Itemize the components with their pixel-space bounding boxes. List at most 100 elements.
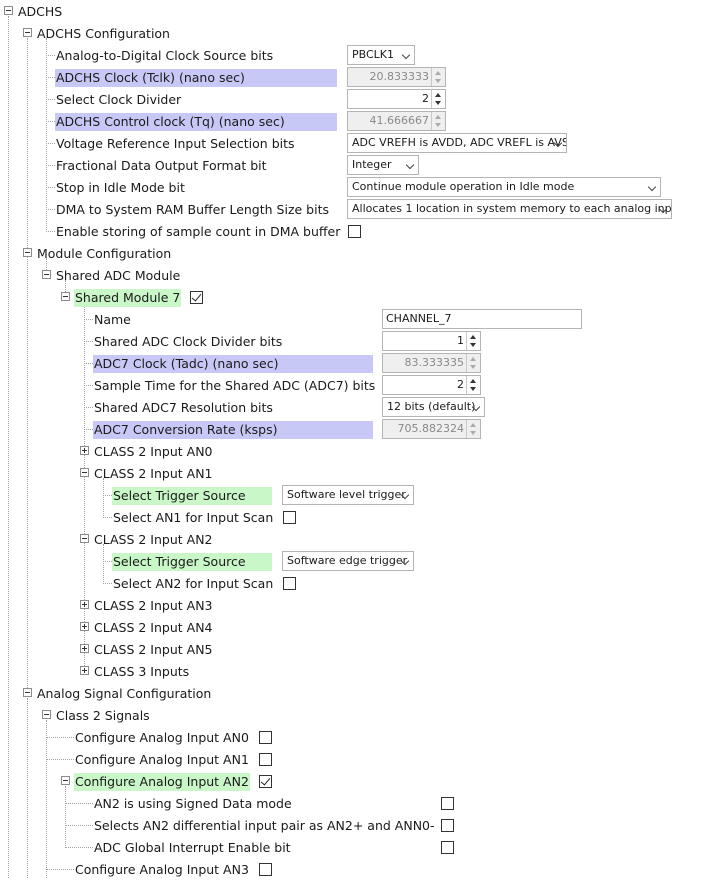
spin-down-icon (470, 431, 476, 435)
property-control-clock: ADCHS Control clock (Tq) (nano sec) 41.6… (0, 110, 701, 132)
collapse-icon[interactable] (23, 688, 32, 697)
selected-value: Allocates 1 location in system memory to… (352, 202, 672, 215)
property-label: Selects AN2 differential input pair as A… (94, 818, 435, 833)
signed-mode-checkbox[interactable] (441, 797, 454, 810)
expand-icon[interactable] (80, 622, 89, 631)
tree-node-analog-signal-configuration[interactable]: Analog Signal Configuration (0, 682, 701, 704)
shared-module-checkbox[interactable] (190, 291, 203, 304)
collapse-icon[interactable] (23, 248, 32, 257)
cfg-an3-checkbox[interactable] (259, 863, 272, 876)
collapse-icon[interactable] (61, 292, 70, 301)
resolution-select[interactable]: 12 bits (default) (382, 397, 485, 417)
tree-line (46, 38, 47, 230)
tree-node-shared-adc-module[interactable]: Shared ADC Module (0, 264, 701, 286)
selected-value: ADC VREFH is AVDD, ADC VREFL is AVSS (352, 136, 567, 149)
property-name: Name CHANNEL_7 (0, 308, 701, 330)
property-label: Select Trigger Source (112, 553, 272, 571)
dma-buffer-select[interactable]: Allocates 1 location in system memory to… (347, 199, 672, 219)
spin-up-icon[interactable] (435, 93, 441, 97)
spin-up-icon[interactable] (470, 335, 476, 339)
collapse-icon[interactable] (42, 270, 51, 279)
spin-down-icon[interactable] (470, 387, 476, 391)
tree-node-class2-an5[interactable]: CLASS 2 Input AN5 (0, 638, 701, 660)
collapse-icon[interactable] (80, 468, 89, 477)
node-label: CLASS 2 Input AN3 (94, 598, 213, 613)
property-dma-count: Enable storing of sample count in DMA bu… (0, 220, 701, 242)
tree-node-class2-signals[interactable]: Class 2 Signals (0, 704, 701, 726)
collapse-icon[interactable] (61, 776, 70, 785)
vref-select[interactable]: ADC VREFH is AVDD, ADC VREFL is AVSS (347, 133, 567, 153)
spin-up-icon[interactable] (470, 379, 476, 383)
expand-icon[interactable] (80, 644, 89, 653)
property-clock-divider: Select Clock Divider 2 (0, 88, 701, 110)
property-label: Select AN2 for Input Scan (113, 576, 274, 591)
selected-value: 12 bits (default) (387, 400, 476, 413)
tree-node-class2-an0[interactable]: CLASS 2 Input AN0 (0, 440, 701, 462)
spinner-value: 41.666667 (369, 114, 430, 127)
chevron-down-icon (647, 182, 657, 192)
tree-node-adchs-configuration[interactable]: ADCHS Configuration (0, 22, 701, 44)
differential-pair-checkbox[interactable] (441, 819, 454, 832)
an2-scan-checkbox[interactable] (283, 577, 296, 590)
property-label: Name (94, 312, 131, 327)
tree-node-shared-module-7[interactable]: Shared Module 7 (0, 286, 701, 308)
node-label: CLASS 2 Input AN1 (94, 466, 213, 481)
collapse-icon[interactable] (23, 28, 32, 37)
stop-idle-select[interactable]: Continue module operation in Idle mode (347, 177, 661, 197)
property-label: Configure Analog Input AN3 (75, 862, 249, 877)
global-interrupt-checkbox[interactable] (441, 841, 454, 854)
node-label: Module Configuration (37, 246, 172, 261)
sample-time-spinner[interactable]: 2 (382, 375, 481, 395)
collapse-icon[interactable] (42, 710, 51, 719)
property-label: Voltage Reference Input Selection bits (56, 136, 295, 151)
node-label: CLASS 2 Input AN5 (94, 642, 213, 657)
an1-scan-checkbox[interactable] (283, 511, 296, 524)
property-vref: Voltage Reference Input Selection bits A… (0, 132, 701, 154)
tree-node-cfg-an2[interactable]: Configure Analog Input AN2 (0, 770, 701, 792)
dma-count-checkbox[interactable] (348, 225, 361, 238)
an1-trigger-select[interactable]: Software level trigger (282, 485, 414, 505)
cfg-an1-checkbox[interactable] (259, 753, 272, 766)
spin-down-icon[interactable] (470, 343, 476, 347)
spinner-value: 2 (457, 378, 464, 391)
selected-value: PBCLK1 (352, 48, 395, 61)
tree-node-class2-an4[interactable]: CLASS 2 Input AN4 (0, 616, 701, 638)
name-input[interactable]: CHANNEL_7 (382, 309, 582, 329)
tree-node-module-configuration[interactable]: Module Configuration (0, 242, 701, 264)
cfg-an2-checkbox[interactable] (259, 775, 272, 788)
property-dma-buffer: DMA to System RAM Buffer Length Size bit… (0, 198, 701, 220)
collapse-icon[interactable] (80, 534, 89, 543)
adc7-clock-spinner: 83.333335 (382, 353, 481, 373)
property-an2-trigger: Select Trigger Source Software edge trig… (0, 550, 701, 572)
tree-node-class2-an3[interactable]: CLASS 2 Input AN3 (0, 594, 701, 616)
expand-icon[interactable] (80, 666, 89, 675)
clock-divider-spinner[interactable]: 2 (347, 89, 446, 109)
an2-trigger-select[interactable]: Software edge trigger (282, 551, 414, 571)
tree-line (103, 478, 104, 516)
node-label: CLASS 2 Input AN2 (94, 532, 213, 547)
fraction-format-select[interactable]: Integer (347, 155, 419, 175)
tree-node-class3-inputs[interactable]: CLASS 3 Inputs (0, 660, 701, 682)
spin-down-icon[interactable] (435, 101, 441, 105)
tree-line (84, 302, 85, 670)
node-label: CLASS 3 Inputs (94, 664, 190, 679)
cfg-an0-checkbox[interactable] (259, 731, 272, 744)
property-label: Configure Analog Input AN0 (75, 730, 249, 745)
property-label: Select AN1 for Input Scan (113, 510, 274, 525)
spin-up-icon (435, 115, 441, 119)
shared-clock-divider-spinner[interactable]: 1 (382, 331, 481, 351)
chevron-down-icon (405, 160, 415, 170)
expand-icon[interactable] (80, 600, 89, 609)
property-label: ADCHS Control clock (Tq) (nano sec) (55, 113, 337, 131)
property-adc7-clock: ADC7 Clock (Tadc) (nano sec) 83.333335 (0, 352, 701, 374)
property-label: ADC7 Clock (Tadc) (nano sec) (93, 355, 373, 373)
tree-node-class2-an1[interactable]: CLASS 2 Input AN1 (0, 462, 701, 484)
collapse-icon[interactable] (4, 6, 13, 15)
property-cfg-an3: Configure Analog Input AN3 (0, 858, 701, 880)
property-shared-clock-divider: Shared ADC Clock Divider bits 1 (0, 330, 701, 352)
tree-node-class2-an2[interactable]: CLASS 2 Input AN2 (0, 528, 701, 550)
tree-node-adchs[interactable]: ADCHS (0, 0, 701, 22)
property-clock-source: Analog-to-Digital Clock Source bits PBCL… (0, 44, 701, 66)
clock-source-select[interactable]: PBCLK1 (347, 45, 415, 65)
expand-icon[interactable] (80, 446, 89, 455)
